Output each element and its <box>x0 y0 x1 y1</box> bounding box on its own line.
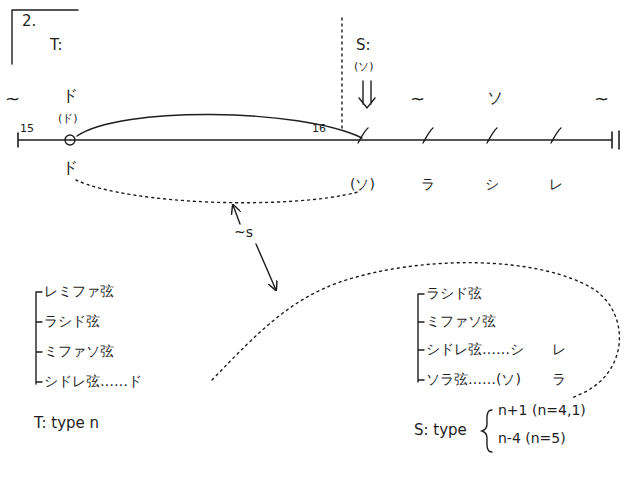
tilde-mark: ~ <box>410 88 425 110</box>
string-name: ラシド弦 <box>44 313 100 330</box>
type-formula: S: type <box>414 421 467 439</box>
tie-curve <box>77 114 362 138</box>
part-label: S: <box>356 36 371 54</box>
note-name: (ソ) <box>350 176 375 193</box>
down-arrow <box>359 81 375 108</box>
corner-bracket <box>12 10 78 64</box>
dotted-link <box>76 180 358 203</box>
type-formula: n-4 (n=5) <box>498 430 566 447</box>
note-circle <box>65 135 75 145</box>
bar-divider <box>341 18 342 130</box>
string-name: ミファソ弦 <box>44 343 114 360</box>
part-label: T: <box>50 36 63 54</box>
tilde-mark: ~ <box>5 88 20 110</box>
annotation: ~s <box>234 224 253 241</box>
dotted-link <box>212 263 619 398</box>
leader-arrow <box>233 205 240 224</box>
note-name: シ <box>485 176 499 193</box>
string-name: シドレ弦……シ <box>426 341 524 358</box>
note-name: (ソ) <box>354 60 374 73</box>
note-marks <box>358 128 561 143</box>
string-name: シドレ弦……ド <box>44 373 142 390</box>
item-number: 2. <box>22 12 36 30</box>
list-bracket <box>418 294 424 382</box>
note-name: ド <box>62 158 78 177</box>
note-name: ラ <box>552 371 566 388</box>
string-name: ラシド弦 <box>426 285 482 302</box>
measure-number: 15 <box>20 122 34 135</box>
string-name: ミファソ弦 <box>426 313 496 330</box>
measure-number: 16 <box>312 122 326 135</box>
list-bracket <box>36 292 42 384</box>
type-formula: T: type n <box>34 414 99 432</box>
note-name: ソ <box>487 88 503 107</box>
type-formula: n+1 (n=4,1) <box>498 402 586 419</box>
note-name: レ <box>549 176 563 193</box>
note-name: ラ <box>421 176 435 193</box>
string-name: ソラ弦……(ソ) <box>426 371 521 388</box>
leader-arrow <box>256 244 276 290</box>
tilde-mark: ~ <box>594 88 609 110</box>
string-name: レミファ弦 <box>44 283 114 300</box>
note-name: ド <box>62 86 78 105</box>
curly-brace <box>482 410 492 452</box>
note-name: (ド) <box>58 112 78 125</box>
note-name: レ <box>552 341 566 358</box>
